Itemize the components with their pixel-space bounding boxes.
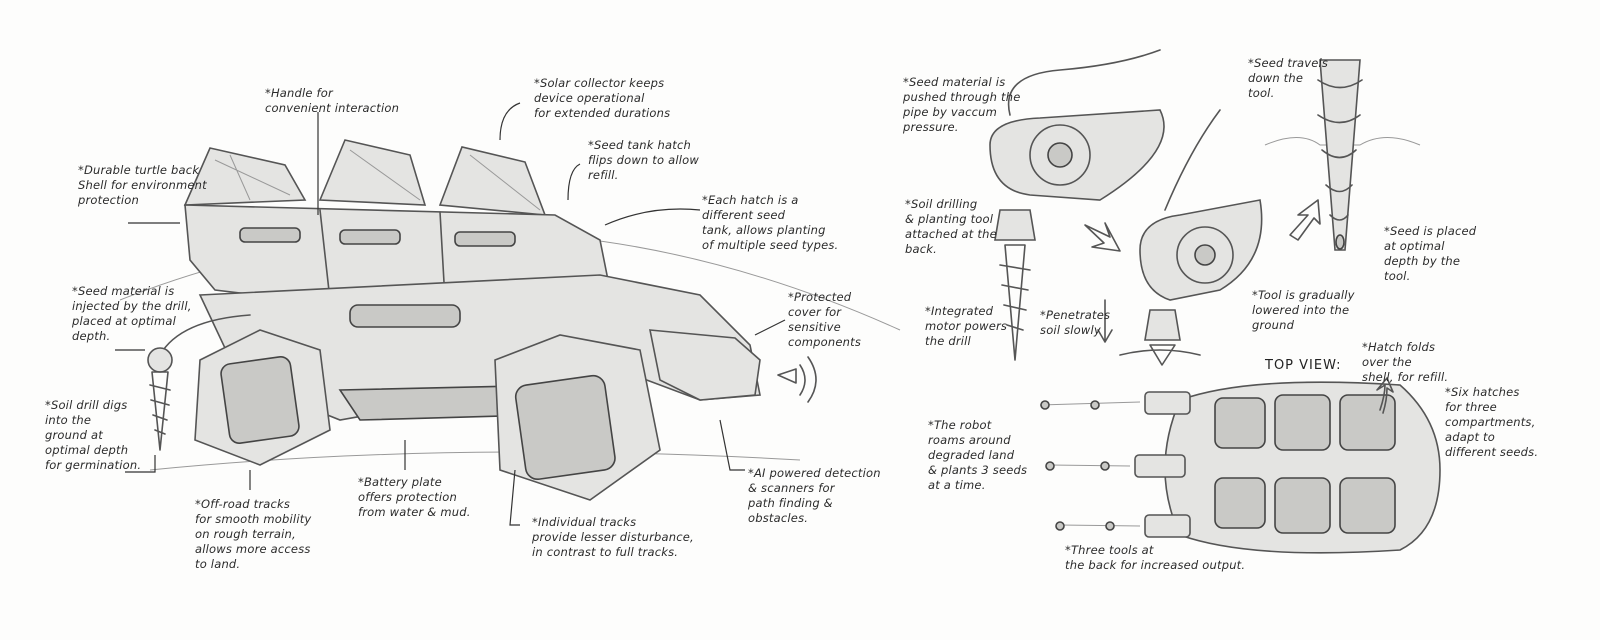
- note-seed-tanks: *Each hatch is a different seed tank, al…: [702, 193, 839, 252]
- note-offroad-tracks: *Off-road tracks for smooth mobility on …: [195, 497, 312, 571]
- sequence-arrow-icon: [1084, 222, 1121, 252]
- note-hatch-folds: *Hatch folds over the shell, for refill.: [1362, 340, 1449, 384]
- leader-lines: [115, 102, 786, 526]
- robot-top-view: [1039, 377, 1441, 554]
- note-ai-detection: *AI powered detection & scanners for pat…: [748, 466, 881, 525]
- note-turtle-shell: *Durable turtle back Shell for environme…: [78, 163, 207, 207]
- note-planting-tool: *Soil drilling & planting tool attached …: [905, 197, 997, 256]
- solar-panel: [183, 147, 307, 206]
- note-soil-drill: *Soil drill digs into the ground at opti…: [45, 398, 142, 472]
- drill-arm: [159, 314, 251, 356]
- note-seed-travels: *Seed travels down the tool.: [1248, 56, 1329, 100]
- drill-closeup-1: [989, 49, 1165, 361]
- note-solar-collector: *Solar collector keeps device operationa…: [534, 76, 671, 120]
- drill: [149, 371, 171, 451]
- note-integrated-motor: *Integrated motor powers the drill: [925, 304, 1008, 348]
- note-six-hatches: *Six hatches for three compartments, ada…: [1445, 385, 1539, 459]
- note-handle: *Handle for convenient interaction: [265, 86, 400, 115]
- top-view-label: TOP VIEW:: [1265, 358, 1342, 373]
- sensor-head: [649, 329, 761, 401]
- note-seed-pipe: *Seed material is pushed through the pip…: [903, 75, 1021, 134]
- note-tool-lowered: *Tool is gradually lowered into the grou…: [1252, 288, 1355, 332]
- note-protected-cover: *Protected cover for sensitive component…: [788, 290, 862, 349]
- drill-in-soil: [1264, 59, 1421, 251]
- note-seed-tank-hatch: *Seed tank hatch flips down to allow ref…: [588, 138, 699, 182]
- note-robot-roams: *The robot roams around degraded land & …: [928, 418, 1028, 492]
- note-seed-injected: *Seed material is injected by the drill,…: [72, 284, 192, 343]
- sequence-arrow-icon: [1289, 199, 1321, 241]
- note-seed-placed: *Seed is placed at optimal depth by the …: [1384, 224, 1477, 283]
- note-individual-tracks: *Individual tracks provide lesser distur…: [532, 515, 694, 559]
- note-battery-plate: *Battery plate offers protection from wa…: [358, 475, 471, 519]
- robot-side-view: [119, 139, 901, 501]
- note-three-tools: *Three tools at the back for increased o…: [1065, 543, 1246, 572]
- drill-closeup-2: [1097, 109, 1263, 366]
- note-penetrates-soil: *Penetrates soil slowly: [1040, 308, 1111, 337]
- solar-panel: [318, 139, 427, 206]
- solar-panel: [438, 146, 547, 216]
